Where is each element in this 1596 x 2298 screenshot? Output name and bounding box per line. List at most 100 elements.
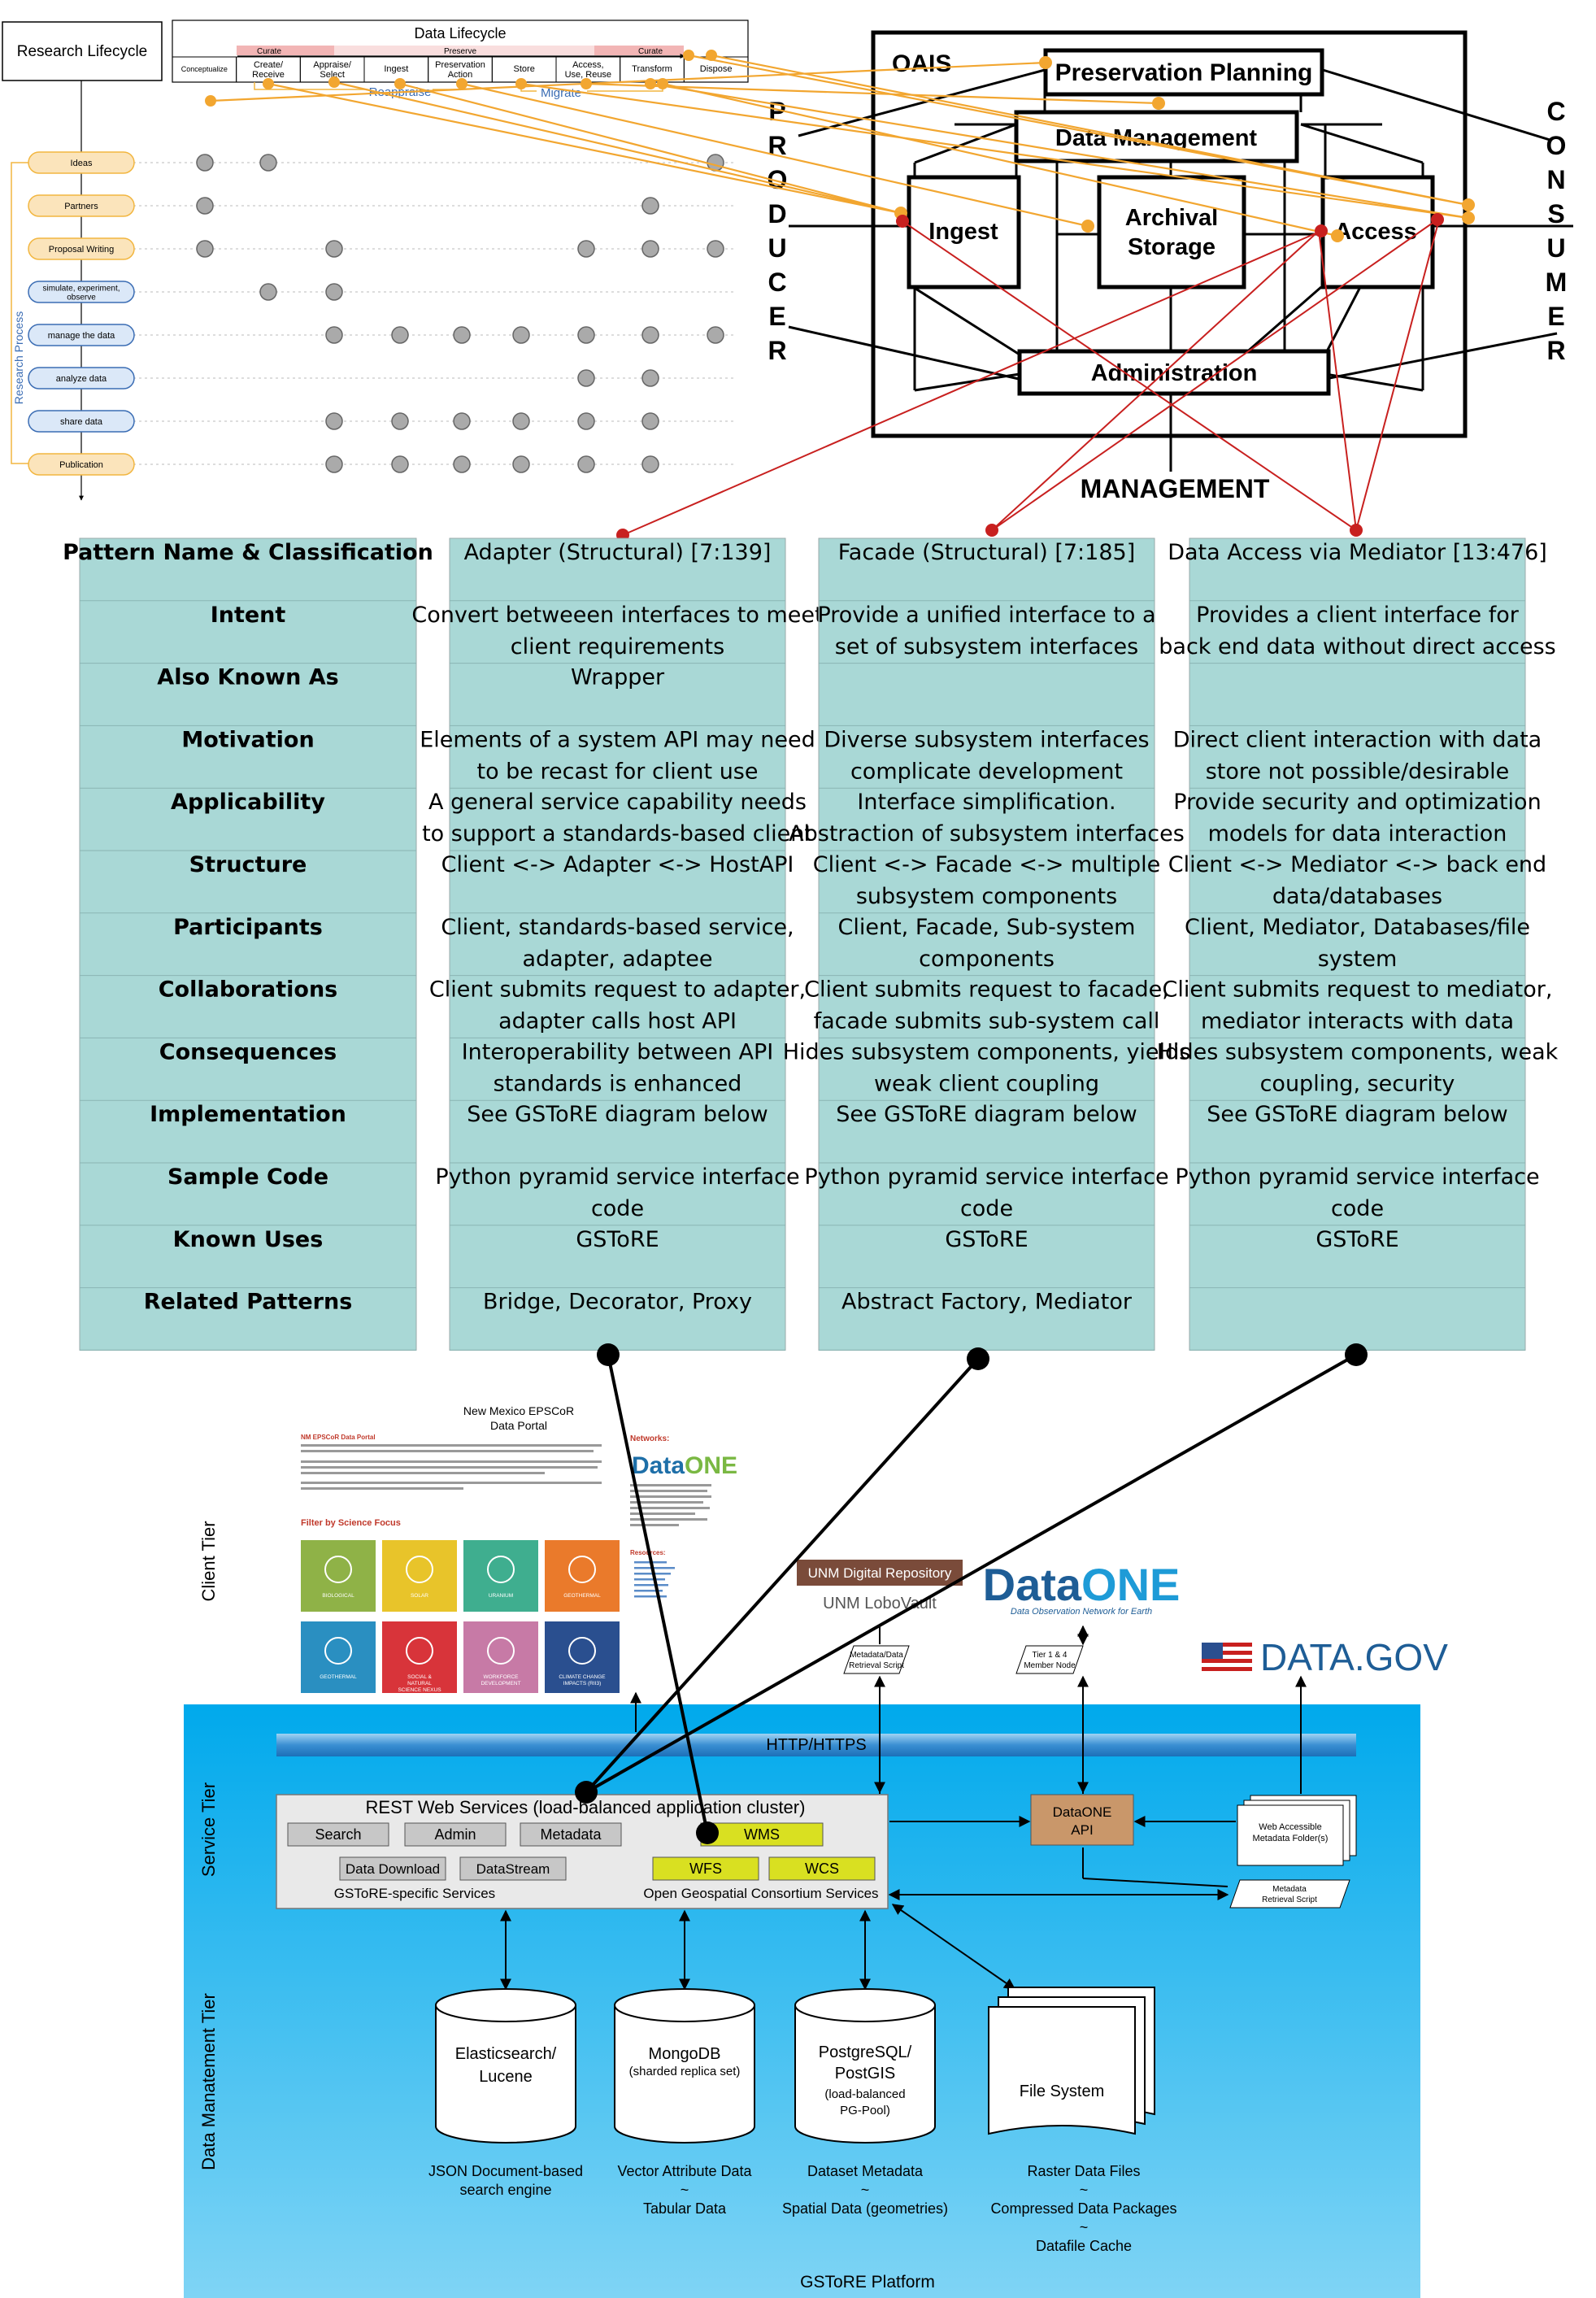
- science-tile: [382, 1540, 457, 1612]
- database-caption: ~: [1080, 2182, 1089, 2198]
- datastream-button[interactable]: [459, 1856, 567, 1881]
- portal-heading: NM EPSCoR Data Portal: [301, 1434, 376, 1441]
- science-tile: [463, 1540, 538, 1612]
- pattern-cell-text: Wrapper: [571, 665, 665, 690]
- stage-pill: [28, 324, 135, 346]
- postgres-db: [794, 1988, 936, 2143]
- stage-marker: [577, 240, 595, 258]
- datastream-label: DataStream: [476, 1861, 550, 1877]
- curate-band-right-label: Curate: [638, 47, 663, 56]
- administration-box: [1017, 349, 1331, 396]
- pattern-cell-text: Provide security and optimization: [1173, 790, 1541, 815]
- platform-label: GSToRE Platform: [800, 2273, 935, 2291]
- ogc-services-label: Open Geospatial Consortium Services: [643, 1886, 878, 1901]
- mongodb-label: MongoDB: [649, 2045, 721, 2063]
- file-system-label: File System: [1020, 2083, 1104, 2100]
- lifecycle-stage-label: Transform: [632, 64, 672, 74]
- database-caption: search engine: [459, 2182, 551, 2198]
- postgres-sublabel-2: PG-Pool): [840, 2104, 890, 2117]
- data-tier-label: Data Manatement Tier: [198, 1993, 219, 2170]
- metadata-script-label-1: Metadata: [1272, 1885, 1307, 1894]
- database-caption: ~: [1080, 2219, 1089, 2235]
- pattern-column: [818, 538, 1155, 1351]
- pattern-cell-text: Applicability: [171, 790, 325, 815]
- curate-band-left: [237, 46, 334, 55]
- stage-pill: [28, 281, 135, 303]
- http-bar: [276, 1734, 1356, 1756]
- postgres-label-2: PostGIS: [835, 2065, 895, 2083]
- producer-letter: E: [768, 302, 785, 331]
- portal-side-text: [630, 1484, 711, 1526]
- stage-marker: [577, 369, 595, 387]
- stage-marker: [641, 412, 659, 430]
- pattern-cell-text: Also Known As: [157, 665, 338, 690]
- data-download-button[interactable]: [339, 1856, 446, 1881]
- lifecycle-oais-mapping: [210, 54, 1469, 237]
- stage-pill: [28, 367, 135, 390]
- science-tile: [463, 1621, 538, 1693]
- stage-marker: [325, 412, 343, 430]
- stage-label: Ideas: [71, 159, 93, 168]
- pattern-cell-text: facade submits sub-system call: [814, 1009, 1160, 1034]
- lifecycle-stage-label: Appraise/: [313, 60, 351, 70]
- pattern-cell-text: adapter, adaptee: [522, 947, 712, 972]
- curate-band-left-label: Curate: [257, 47, 281, 56]
- consumer-letter: M: [1546, 268, 1568, 297]
- admin-service-button[interactable]: [404, 1822, 507, 1847]
- wcs-service-button[interactable]: [768, 1856, 876, 1881]
- metadata-retrieval-script-box: [1229, 1879, 1350, 1908]
- producer-letter: R: [768, 131, 786, 160]
- science-tile: [301, 1621, 376, 1693]
- preserve-band-label: Preserve: [444, 47, 476, 56]
- stage-marker: [641, 326, 659, 344]
- metadata-service-button[interactable]: [520, 1822, 622, 1847]
- science-tile-icon: [324, 1637, 352, 1665]
- database-caption: Tabular Data: [643, 2200, 727, 2217]
- stage-marker: [707, 240, 724, 258]
- stage-label: analyze data: [56, 374, 107, 384]
- service-arrows: [500, 1625, 1307, 1991]
- lifecycle-stage-label: Store: [514, 64, 535, 74]
- client-tier-label: Client Tier: [198, 1521, 219, 1601]
- stage-marker: [259, 283, 277, 301]
- pattern-cell-text: Provide a unified interface to a: [817, 603, 1155, 628]
- research-lifecycle-title: Research Lifecycle: [17, 43, 148, 60]
- science-tile-icon: [406, 1637, 433, 1665]
- pattern-cell-text: mediator interacts with data: [1201, 1009, 1514, 1034]
- pattern-cell-text: Related Patterns: [144, 1290, 353, 1315]
- metadata-data-retrieval-script: [843, 1645, 910, 1674]
- elasticsearch-db: [435, 1988, 576, 2143]
- preservation-planning-label: Preservation Planning: [1055, 59, 1313, 86]
- consumer-letter: O: [1546, 131, 1567, 160]
- stage-marker: [577, 412, 595, 430]
- pattern-cell-text: to be recast for client use: [476, 759, 758, 784]
- access-label: Access: [1334, 219, 1417, 245]
- datagov-logo: DATA.GOV: [1260, 1636, 1448, 1678]
- science-tile-label: WORKFORCE: [484, 1674, 520, 1680]
- elasticsearch-label-1: Elasticsearch/: [455, 2045, 557, 2063]
- pattern-cell-text: Sample Code: [167, 1164, 328, 1190]
- stage-marker: [196, 154, 214, 172]
- stage-marker: [391, 412, 409, 430]
- archival-storage-box: [1097, 175, 1246, 289]
- metadata-script-label-2: Retrieval Script: [1262, 1895, 1317, 1904]
- pattern-cell-text: Diverse subsystem interfaces: [824, 727, 1149, 752]
- service-tier-label: Service Tier: [198, 1782, 219, 1877]
- database-caption: ~: [681, 2182, 689, 2198]
- wfs-service-button[interactable]: [652, 1856, 759, 1881]
- pattern-cell-text: Adapter (Structural) [7:139]: [464, 540, 772, 565]
- metadata-folder-stack: [1237, 1795, 1357, 1866]
- pattern-cell-text: Abstract Factory, Mediator: [841, 1290, 1133, 1315]
- research-process-bracket: [11, 162, 28, 464]
- science-tile-icon: [487, 1637, 515, 1665]
- pattern-cell-text: models for data interaction: [1208, 821, 1507, 847]
- search-service-button[interactable]: [287, 1822, 389, 1847]
- consumer-letter: N: [1546, 165, 1565, 194]
- pattern-cell-text: weak client coupling: [874, 1071, 1099, 1096]
- producer-letter: R: [768, 336, 786, 365]
- consumer-letter: U: [1546, 233, 1565, 263]
- pattern-table: Pattern Name & ClassificationIntentAlso …: [63, 538, 1559, 1351]
- pattern-gstore-links: [585, 1353, 1357, 1834]
- stage-label: Publication: [59, 460, 103, 470]
- unm-repo-banner: [797, 1560, 963, 1586]
